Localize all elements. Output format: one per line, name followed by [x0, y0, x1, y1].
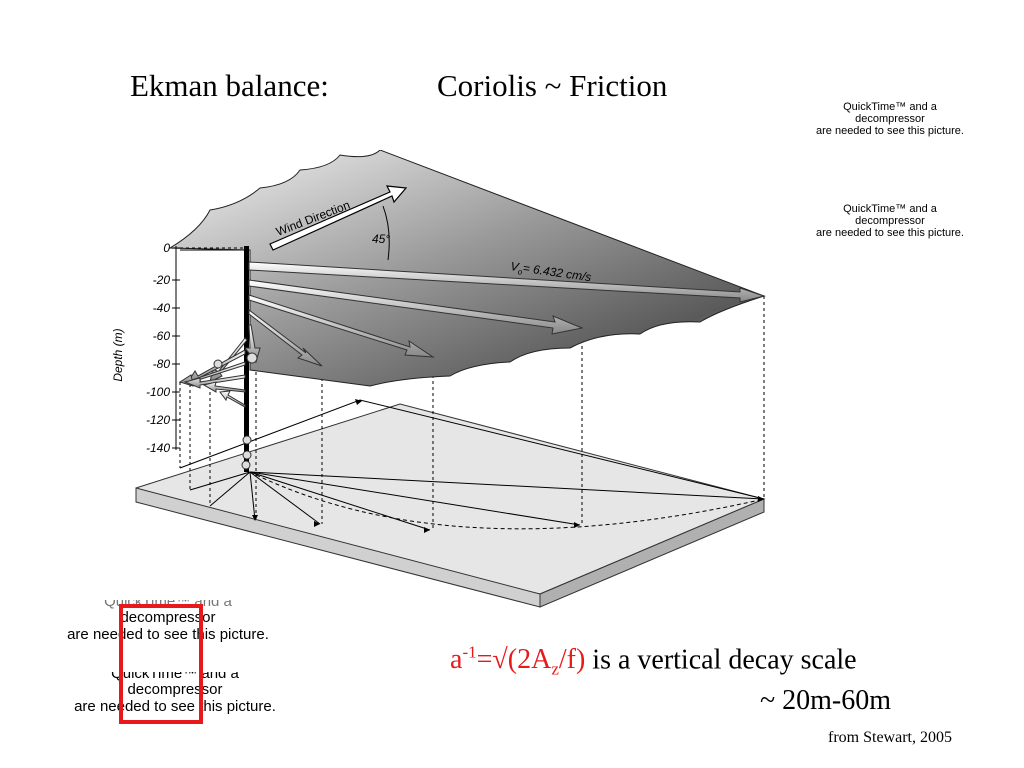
decay-scale-formula: a-1=√(2Az/f) is a vertical decay scale [450, 643, 857, 680]
velocity-subscript: o [517, 267, 523, 277]
angle-label: 45° [372, 232, 390, 246]
depth-tick: 0 [163, 241, 170, 255]
formula-superscript: -1 [462, 643, 477, 662]
title-left: Ekman balance: [130, 68, 329, 103]
decay-scale-range: ~ 20m-60m [760, 685, 892, 716]
qt-line: decompressor [127, 681, 223, 698]
qt-line: QuickTime™ and a [843, 101, 937, 113]
depth-tick: -140 [146, 441, 170, 455]
formula-prefix: a [450, 644, 463, 676]
formula-end: /f) [558, 644, 586, 676]
qt-line: decompressor [855, 113, 925, 125]
projected-arrowheads [252, 399, 764, 533]
depth-tick: -120 [146, 413, 170, 427]
depth-tick: -20 [153, 273, 171, 287]
qt-line: decompressor [120, 609, 216, 626]
quicktime-placeholder-4: QuickTime™ and a decompressor are needed… [55, 672, 295, 715]
qt-line: are needed to see this picture. [816, 125, 964, 137]
depth-tick: -80 [153, 357, 171, 371]
depth-tick: -60 [153, 329, 171, 343]
depth-spine [244, 246, 249, 472]
formula-description: is a vertical decay scale [585, 644, 857, 676]
title-right: Coriolis ~ Friction [437, 68, 668, 103]
qt-line: QuickTime™ and a [843, 203, 937, 215]
source-citation: from Stewart, 2005 [828, 729, 952, 746]
bottom-slab [135, 403, 766, 608]
formula-red-part: a-1=√(2Az/f) [450, 643, 586, 679]
qt-line: are needed to see this picture. [67, 626, 269, 643]
depth-axis [172, 246, 245, 450]
angle-arc [382, 205, 390, 261]
depth-tick: -100 [146, 385, 170, 399]
formula-middle: =√(2A [476, 644, 552, 676]
velocity-arrows [178, 261, 766, 470]
depth-axis-label: Depth (m) [111, 328, 125, 381]
qt-line: decompressor [855, 215, 925, 227]
formula-subscript: z [551, 659, 559, 679]
projection-plane [179, 399, 765, 531]
highlight-box [119, 604, 203, 724]
projection-dashes [179, 296, 765, 530]
surface-sheet [168, 150, 766, 387]
qt-line: are needed to see this picture. [74, 698, 276, 715]
quicktime-placeholder-2: QuickTime™ and a decompressor are needed… [790, 203, 990, 239]
ekman-spiral-diagram: 0 -20 -40 -60 -80 -100 -120 -140 Depth (… [111, 150, 766, 608]
depth-tick-labels: 0 -20 -40 -60 -80 -100 -120 -140 [146, 241, 170, 455]
quicktime-placeholder-1: QuickTime™ and a decompressor are needed… [790, 101, 990, 137]
qt-line: are needed to see this picture. [816, 227, 964, 239]
depth-tick: -40 [153, 301, 171, 315]
qt-line: QuickTime™ and a [111, 672, 239, 681]
velocity-symbol: V [510, 259, 521, 274]
